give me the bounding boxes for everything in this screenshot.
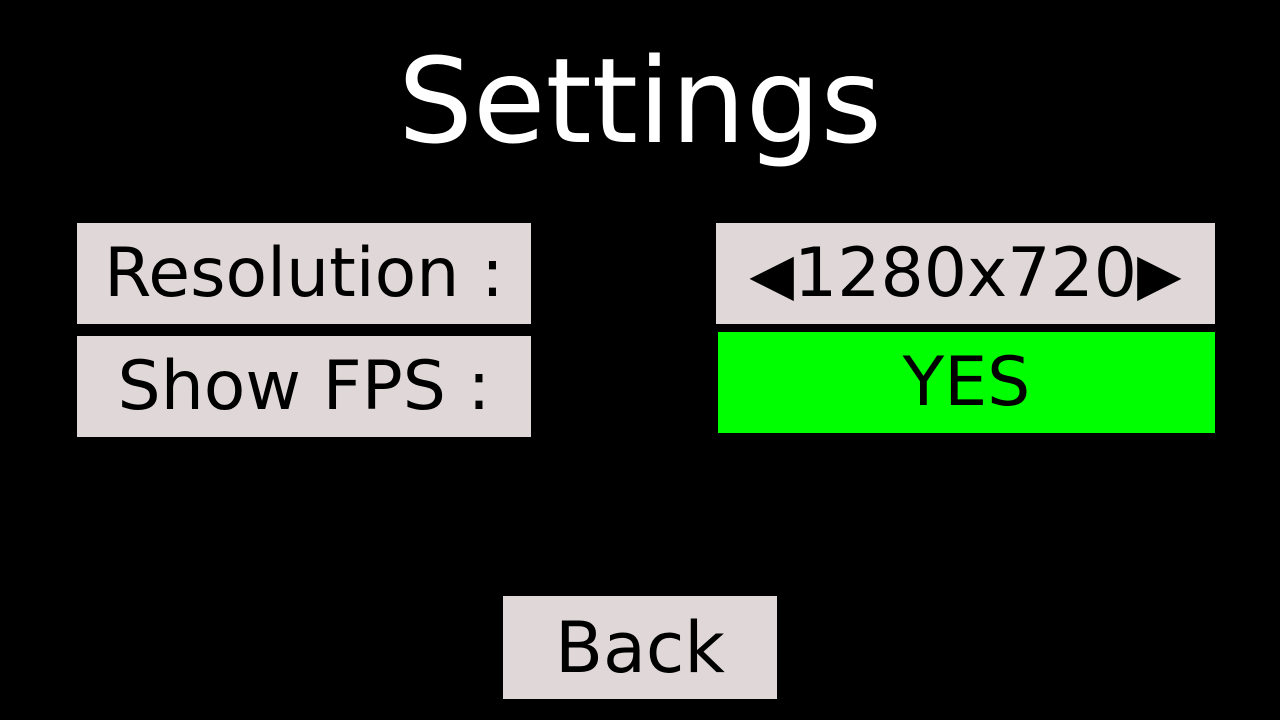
show-fps-toggle[interactable]: YES	[718, 332, 1215, 433]
back-button[interactable]: Back	[503, 596, 777, 699]
resolution-selector[interactable]: ◀ 1280x720 ▶	[716, 223, 1215, 324]
resolution-label: Resolution :	[104, 234, 504, 313]
back-button-label: Back	[555, 606, 725, 689]
page-title: Settings	[398, 32, 882, 170]
resolution-label-box: Resolution :	[77, 223, 531, 324]
show-fps-label-box: Show FPS :	[77, 336, 531, 437]
left-arrow-icon[interactable]: ◀	[749, 239, 794, 308]
resolution-value: 1280x720	[793, 234, 1138, 313]
right-arrow-icon[interactable]: ▶	[1137, 239, 1182, 308]
show-fps-value: YES	[902, 343, 1031, 422]
show-fps-label: Show FPS :	[117, 347, 491, 426]
